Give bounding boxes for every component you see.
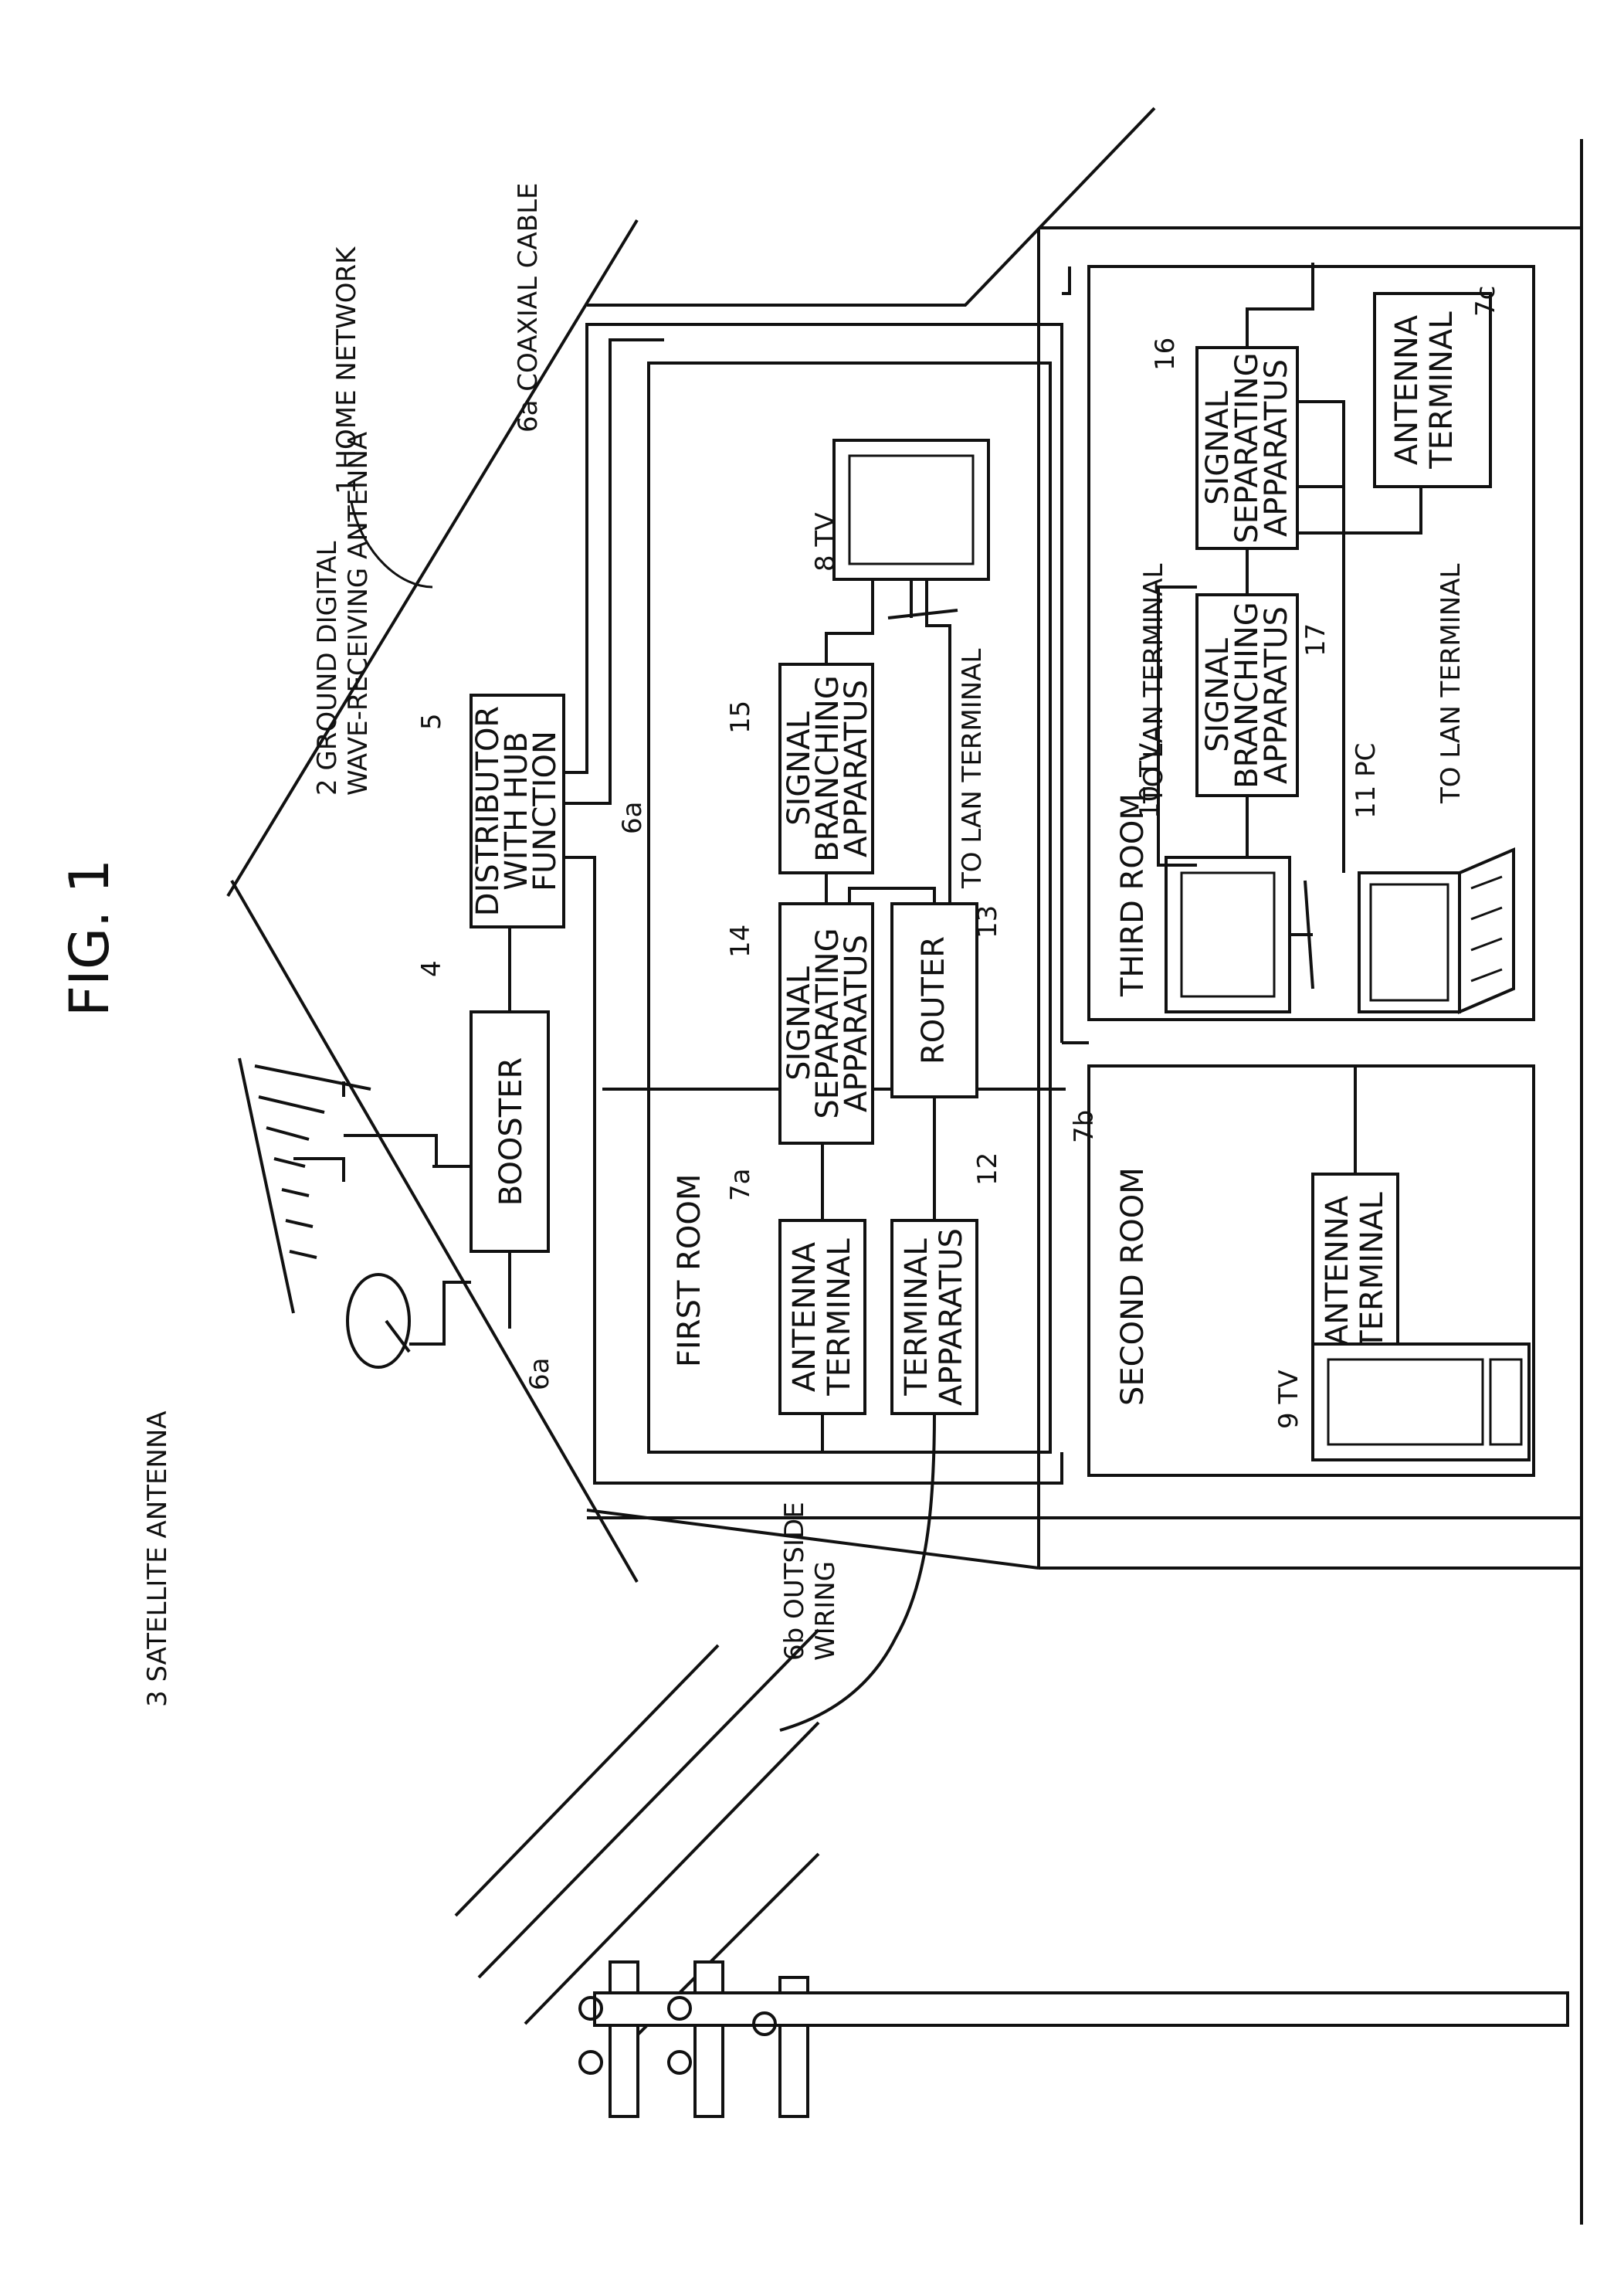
- ref-6a-left: 6a: [524, 1358, 555, 1390]
- satellite-antenna: [348, 1275, 471, 1367]
- antenna-terminal-7c: ANTENNA TERMINAL: [1375, 294, 1490, 487]
- svg-text:ANTENNA: ANTENNA: [1389, 314, 1425, 465]
- svg-text:TERMINAL: TERMINAL: [1354, 1192, 1390, 1350]
- second-room-label: SECOND ROOM: [1115, 1167, 1151, 1406]
- ref-5: 5: [416, 713, 447, 730]
- tv8-label: 8 TV: [810, 513, 841, 572]
- signal-separating-14: SIGNAL SEPARATING APPARATUS: [780, 904, 874, 1143]
- ref-15: 15: [725, 701, 756, 734]
- signal-branching-15: SIGNAL BRANCHING APPARATUS: [780, 664, 874, 873]
- antenna-terminal-7a: ANTENNA TERMINAL: [780, 1220, 865, 1414]
- pc-11: [1359, 850, 1514, 1012]
- distributor-block: DISTRIBUTOR WITH HUB FUNCTION: [470, 695, 564, 927]
- svg-text:APPARATUS: APPARATUS: [1259, 606, 1294, 784]
- pc11-label: 11 PC: [1351, 743, 1382, 819]
- ref-7c: 7c: [1470, 286, 1501, 317]
- ref-16: 16: [1150, 338, 1181, 371]
- to-lan-label-1: TO LAN TERMINAL: [957, 649, 988, 889]
- outside-wiring-label-2: WIRING: [810, 1561, 841, 1661]
- svg-text:ROUTER: ROUTER: [916, 936, 951, 1064]
- tv-9: [1313, 1344, 1529, 1460]
- booster-block: BOOSTER: [432, 927, 548, 1329]
- signal-separating-16: SIGNAL SEPARATING APPARATUS: [1197, 348, 1297, 548]
- ground-antenna-label-1: 2 GROUND DIGITAL: [312, 541, 343, 796]
- coaxial-cable-label: 6a COAXIAL CABLE: [513, 182, 544, 433]
- svg-text:APPARATUS: APPARATUS: [1259, 359, 1294, 537]
- satellite-antenna-label: 3 SATELLITE ANTENNA: [142, 1410, 173, 1707]
- ref-13: 13: [972, 905, 1003, 939]
- ref-7a: 7a: [725, 1169, 756, 1201]
- ref-14: 14: [725, 925, 756, 958]
- svg-text:APPARATUS: APPARATUS: [839, 680, 874, 857]
- ref-4: 4: [416, 960, 447, 977]
- svg-text:TERMINAL: TERMINAL: [1424, 311, 1460, 470]
- tv-8: [834, 440, 988, 618]
- third-room-label: THIRD ROOM: [1115, 793, 1151, 997]
- booster-label: BOOSTER: [493, 1057, 529, 1207]
- figure-title: FIG. 1: [58, 859, 121, 1017]
- ref-7b: 7b: [1069, 1110, 1100, 1143]
- ref-17: 17: [1300, 623, 1331, 657]
- to-lan-label-2: TO LAN TERMINAL: [1138, 564, 1169, 804]
- first-room-label: FIRST ROOM: [672, 1174, 707, 1367]
- svg-text:TERMINAL: TERMINAL: [822, 1238, 857, 1397]
- to-lan-label-3: TO LAN TERMINAL: [1436, 564, 1466, 804]
- utility-pole: [456, 1630, 1568, 2116]
- outside-wiring-label-1: 6b OUTSIDE: [779, 1502, 810, 1661]
- svg-text:ANTENNA: ANTENNA: [787, 1241, 822, 1392]
- svg-text:APPARATUS: APPARATUS: [839, 935, 874, 1112]
- tv-10: [1166, 857, 1313, 1012]
- svg-text:TERMINAL: TERMINAL: [899, 1238, 934, 1397]
- distributor-line3: FUNCTION: [527, 731, 563, 891]
- signal-branching-17: SIGNAL BRANCHING APPARATUS: [1197, 595, 1297, 796]
- terminal-apparatus-12: TERMINAL APPARATUS: [892, 1220, 977, 1414]
- ref-12: 12: [972, 1152, 1003, 1186]
- router-13: ROUTER: [892, 904, 977, 1097]
- tv9-label: 9 TV: [1273, 1370, 1304, 1429]
- ref-6a-top: 6a: [617, 802, 648, 834]
- svg-text:APPARATUS: APPARATUS: [934, 1228, 969, 1406]
- svg-text:ANTENNA: ANTENNA: [1320, 1195, 1355, 1346]
- home-network-label: 1 HOME NETWORK: [331, 246, 362, 494]
